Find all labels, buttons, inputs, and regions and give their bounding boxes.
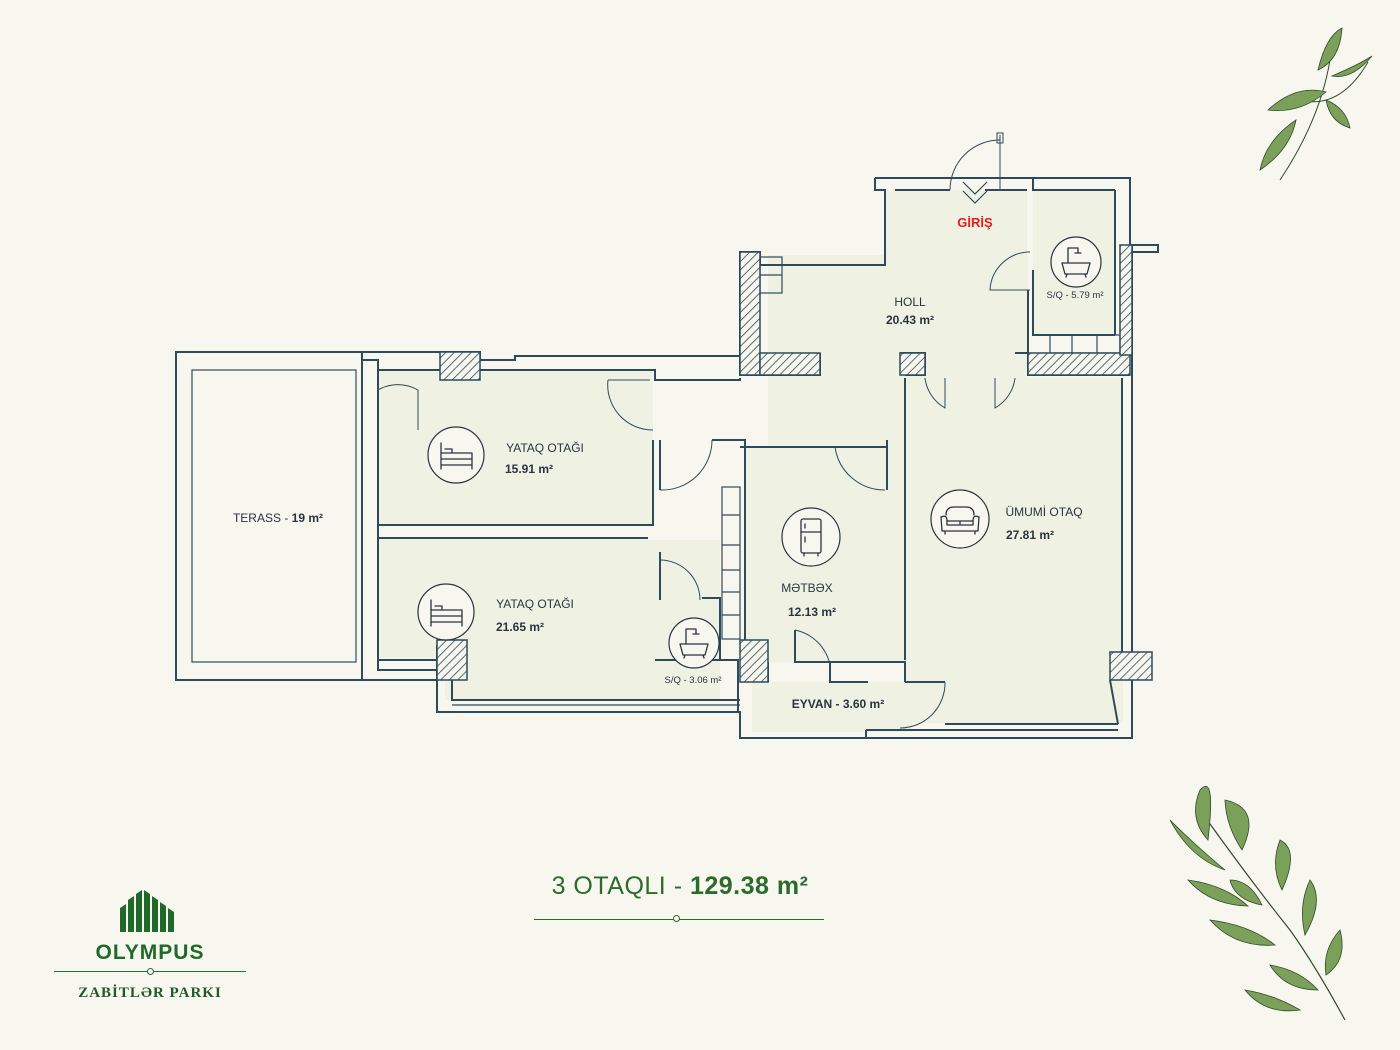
bathtub-icon: [1050, 236, 1102, 288]
room-name: YATAQ OTAĞI: [496, 596, 574, 611]
room-sq-main: S/Q - 5.79 m²: [1046, 290, 1103, 301]
room-area: 27.81 m²: [1006, 528, 1054, 542]
room-area: 20.43 m²: [886, 313, 934, 327]
room-name: MƏTBƏX: [781, 581, 832, 595]
doors: [377, 132, 1031, 729]
leaf-branch-top-icon: [1259, 27, 1373, 181]
room-area: 15.91 m²: [505, 462, 553, 476]
room-kitchen: MƏTBƏX 12.13 m²: [781, 581, 836, 619]
fridge-icon: [781, 507, 841, 567]
title-area: 129.38 m²: [689, 872, 809, 900]
brand-divider: [54, 968, 246, 975]
room-name: HOLL: [894, 295, 926, 309]
room-living: ÜMUMİ OTAQ 27.81 m²: [1005, 505, 1082, 542]
outer-walls: [361, 177, 1159, 739]
bathtub-icon: [668, 617, 720, 669]
room-area: 21.65 m²: [496, 620, 544, 634]
sofa-icon: [930, 489, 990, 549]
room-sq-small: S/Q - 3.06 m²: [664, 675, 721, 686]
brand-subtitle: ZABİTLƏR PARKI: [78, 985, 222, 1001]
room-name: YATAQ OTAĞI: [506, 440, 584, 455]
brand-logo: OLYMPUS ZABİTLƏR PARKI: [50, 890, 250, 1002]
bed-icon: [417, 583, 475, 641]
floor-fill: [378, 190, 1123, 732]
room-area: 19 m²: [292, 511, 323, 525]
building-icon: [120, 890, 174, 932]
room-name: TERASS -: [233, 511, 292, 525]
room-holl: HOLL 20.43 m²: [886, 295, 934, 327]
room-bedroom-1: YATAQ OTAĞI 15.91 m²: [505, 440, 584, 476]
room-terrace: TERASS - 19 m²: [233, 511, 323, 525]
brand-name: OLYMPUS: [95, 941, 205, 964]
title-divider-dot: [673, 915, 680, 922]
brand-divider-dot: [147, 968, 154, 975]
title-prefix: 3 OTAQLI -: [551, 872, 690, 900]
room-area: 12.13 m²: [788, 605, 836, 619]
structural-columns: [436, 244, 1153, 683]
bed-icon: [427, 426, 485, 484]
leaf-branch-bottom-icon: [1169, 785, 1346, 1021]
room-name: ÜMUMİ OTAQ: [1005, 505, 1082, 519]
apartment-title: 3 OTAQLI - 129.38 m²: [500, 872, 860, 922]
room-bedroom-2: YATAQ OTAĞI 21.65 m²: [496, 596, 574, 634]
room-balcony: EYVAN - 3.60 m²: [792, 697, 884, 711]
entrance-arrow-icon: [962, 181, 988, 204]
entrance-label: GİRİŞ: [957, 215, 993, 230]
